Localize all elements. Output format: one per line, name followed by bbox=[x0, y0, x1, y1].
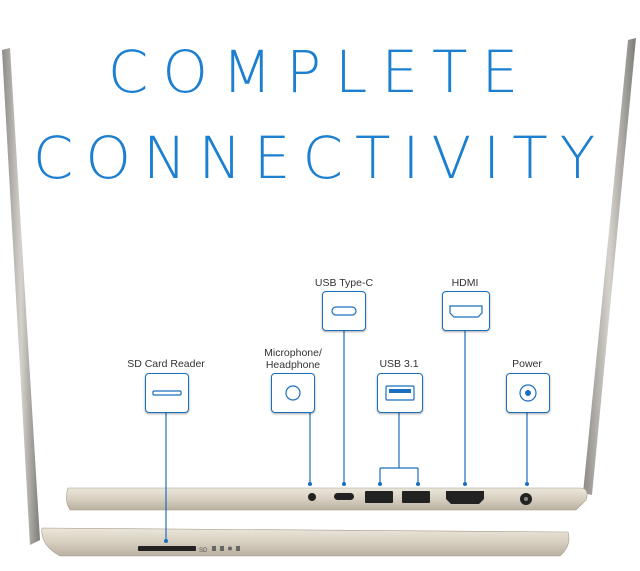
hdmi-port bbox=[446, 491, 484, 504]
power-label: Power bbox=[512, 358, 542, 370]
base-upper bbox=[66, 487, 588, 511]
mic-headphone-label: Microphone/ Headphone bbox=[253, 347, 333, 371]
usb-c-label: USB Type-C bbox=[314, 277, 374, 289]
mic-headphone-label-line1: Microphone/ bbox=[264, 347, 322, 359]
base-lower bbox=[41, 527, 570, 557]
hdmi-label: HDMI bbox=[451, 277, 479, 289]
sd-slot bbox=[138, 546, 196, 551]
lid-right-edge bbox=[583, 38, 636, 495]
connector-dots bbox=[164, 482, 529, 543]
headline-line-2: CONNECTIVITY bbox=[32, 124, 608, 192]
indicator-icons bbox=[212, 546, 240, 551]
usb-c-icon bbox=[322, 291, 366, 331]
sd-card-label: SD Card Reader bbox=[127, 358, 205, 370]
usb-c-port bbox=[334, 493, 354, 500]
hdmi-icon bbox=[442, 291, 490, 331]
power-icon bbox=[506, 373, 550, 413]
usb31-label: USB 3.1 bbox=[379, 358, 419, 370]
headline-line-1: COMPLETE bbox=[107, 38, 533, 106]
lid-left-edge bbox=[2, 48, 40, 545]
sd-card-icon bbox=[145, 373, 189, 413]
connector-lines bbox=[165, 330, 528, 540]
usb31-icon bbox=[377, 373, 423, 413]
usb-a-port-2 bbox=[402, 491, 430, 503]
usb-a-port-1 bbox=[365, 491, 393, 503]
sd-mark: SD bbox=[199, 548, 208, 554]
mic-headphone-label-line2: Headphone bbox=[265, 359, 321, 371]
headphone-icon bbox=[271, 373, 315, 413]
headphone-jack bbox=[308, 493, 316, 501]
